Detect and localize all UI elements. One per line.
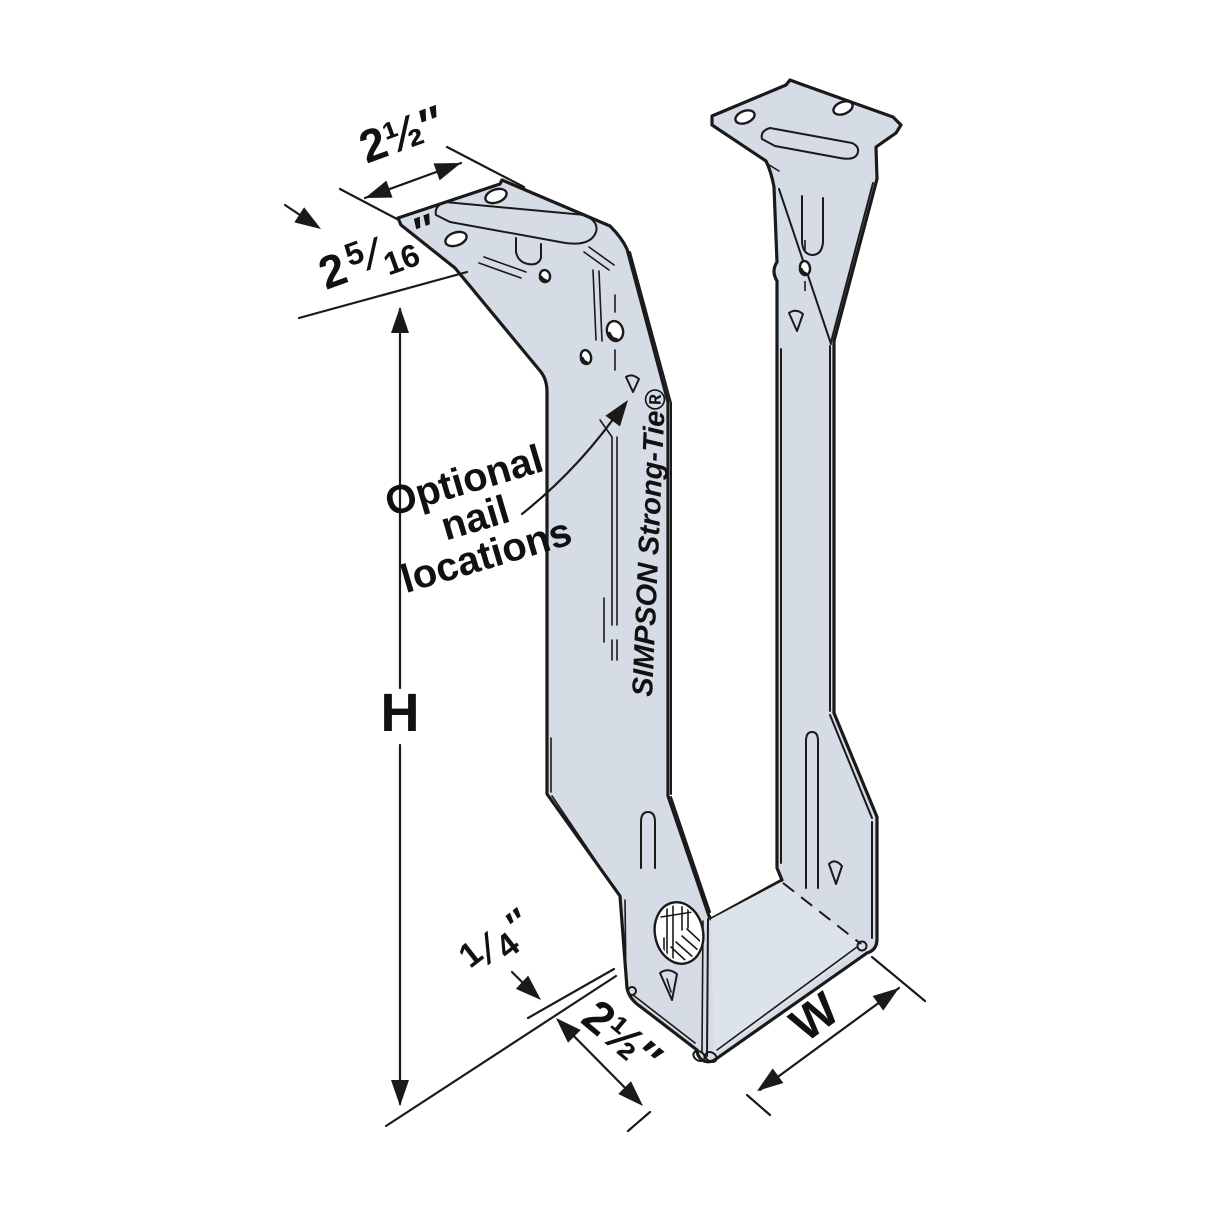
seat-bottom-plate xyxy=(711,882,863,1056)
flange-hole xyxy=(832,100,854,116)
dim-label-flange-depth: 2 5 ⁄ 16 ″ xyxy=(310,204,447,304)
right-flange-slot xyxy=(760,127,860,160)
flange-hole xyxy=(484,187,508,205)
flange-hole xyxy=(734,109,756,125)
nail-holes xyxy=(444,100,854,371)
seat-tabs xyxy=(627,940,868,1063)
triangle-stamps xyxy=(625,309,843,1001)
embossed-slots xyxy=(434,127,860,266)
dim-label-seat-offset: 1 ⁄ 4 ″ xyxy=(452,899,545,988)
nail-triangle-stamp xyxy=(625,374,640,393)
left-flange-hook-slot xyxy=(515,237,542,266)
dim-label-top-width: 2½″ xyxy=(352,95,451,173)
right-web-hook-slot xyxy=(801,195,824,256)
flange-hole xyxy=(444,230,468,248)
nail-triangle-stamp xyxy=(659,969,678,1001)
logo-hole xyxy=(653,901,705,965)
nail-triangle-stamp xyxy=(828,860,843,885)
dimension-height: H xyxy=(381,307,420,1106)
nail-triangle-stamp xyxy=(788,309,804,332)
dim-label-height: H xyxy=(381,683,420,743)
hanger-body: SIMPSON Strong-Tie® xyxy=(396,78,903,1064)
left-flange-slot xyxy=(434,201,598,245)
dimension-seat-offset: 1 ⁄ 4 ″ xyxy=(384,899,618,1128)
